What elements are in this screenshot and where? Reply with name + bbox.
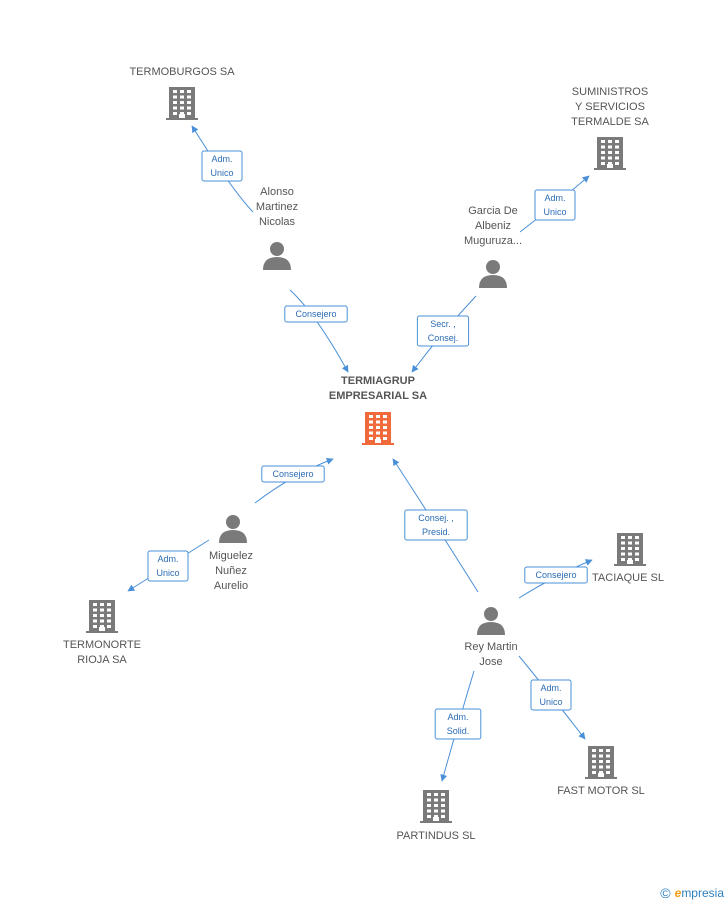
node-label: Martinez	[256, 201, 298, 213]
node-label: Miguelez	[209, 550, 253, 562]
node-label: Y SERVICIOS	[575, 101, 645, 113]
node-label: PARTINDUS SL	[396, 830, 475, 842]
node-garcia[interactable]: Garcia De AlbenizMuguruza...	[464, 205, 522, 288]
building-icon	[420, 790, 452, 823]
edge-label: Consejero	[535, 570, 576, 580]
edge-label-box	[261, 465, 325, 483]
node-main[interactable]: TERMIAGRUP EMPRESARIAL SA	[329, 375, 427, 445]
node-label: EMPRESARIAL SA	[329, 390, 427, 402]
node-label: Aurelio	[214, 580, 248, 592]
node-label: Albeniz	[475, 220, 511, 232]
edge-label: Unico	[156, 568, 179, 578]
node-label: Alonso	[260, 186, 294, 198]
edge-label-box	[201, 150, 243, 182]
node-fastmotor[interactable]: FAST MOTOR SL	[557, 746, 645, 797]
person-icon	[219, 515, 247, 543]
edge-label: Consej. ,	[418, 513, 454, 523]
node-label: Muguruza...	[464, 235, 522, 247]
edge-label: Adm.	[544, 193, 565, 203]
edge-label-box	[534, 189, 576, 221]
edge-rey-partindus: Adm. Solid.	[434, 670, 482, 782]
edge-label: Solid.	[447, 726, 470, 736]
building-icon	[614, 533, 646, 566]
edge-rey-taciaque: Consejero	[518, 559, 593, 599]
edge-alonso-main: Consejero	[284, 289, 349, 373]
node-suministros[interactable]: SUMINISTROS Y SERVICIOS TERMALDE SA	[571, 86, 649, 170]
node-label: TERMOBURGOS SA	[129, 66, 235, 78]
node-termonorte[interactable]: TERMONORTE RIOJA SA	[63, 600, 141, 666]
edge-label: Secr. ,	[430, 319, 456, 329]
edge-label-box	[284, 305, 348, 323]
edge-label: Consejero	[295, 309, 336, 319]
node-termoburgos[interactable]: TERMOBURGOS SA	[129, 66, 235, 120]
node-label: Jose	[479, 656, 502, 668]
edge-miguelez-main: Consejero	[254, 457, 334, 504]
copyright-icon: ©	[660, 885, 671, 901]
building-icon	[594, 137, 626, 170]
building-icon	[86, 600, 118, 633]
edge-rey-fastmotor: Adm. Unico	[518, 655, 586, 740]
building-icon	[362, 412, 394, 445]
edge-label-box	[434, 708, 482, 740]
edge-rey-main: Consej. , Presid.	[392, 458, 479, 593]
node-label: Nuñez	[215, 565, 247, 577]
edge-label: Unico	[210, 168, 233, 178]
node-partindus[interactable]: PARTINDUS SL	[396, 790, 476, 842]
edge-label: Consejero	[272, 469, 313, 479]
node-label: Nicolas	[259, 216, 296, 228]
edge-label: Unico	[539, 697, 562, 707]
edge-label: Adm.	[157, 554, 178, 564]
node-label: FAST MOTOR SL	[557, 785, 645, 797]
edge-label: Consej.	[428, 333, 459, 343]
person-icon	[477, 607, 505, 635]
edge-label-box	[524, 566, 588, 584]
node-label: TERMONORTE	[63, 639, 141, 651]
person-icon	[479, 260, 507, 288]
edge-miguelez-termonorte: Adm. Unico	[127, 539, 210, 592]
edge-garcia-suministros: Adm. Unico	[519, 175, 590, 233]
edge-label: Adm.	[540, 683, 561, 693]
node-label: TACIAQUE SL	[592, 572, 664, 584]
edge-label: Adm.	[211, 154, 232, 164]
node-label: TERMIAGRUP	[341, 375, 415, 387]
node-taciaque[interactable]: TACIAQUE SL	[592, 533, 664, 584]
person-icon	[263, 242, 291, 270]
node-label: TERMALDE SA	[571, 116, 649, 128]
node-label: RIOJA SA	[77, 654, 127, 666]
edge-label: Adm.	[447, 712, 468, 722]
building-icon	[166, 87, 198, 120]
nodes-layer: TERMIAGRUP EMPRESARIAL SA TERMOBURGOS SA SU…	[63, 66, 664, 842]
edge-label: Presid.	[422, 527, 450, 537]
edge-garcia-main: Secr. , Consej.	[411, 295, 477, 373]
brand-name: mpresia	[681, 886, 724, 900]
node-label: SUMINISTROS	[572, 86, 648, 98]
building-icon	[585, 746, 617, 779]
edge-label-box	[147, 550, 189, 582]
edge-label: Unico	[543, 207, 566, 217]
edge-label-box	[404, 509, 468, 541]
node-label: Rey Martin	[464, 641, 517, 653]
edge-alonso-termoburgos: Adm. Unico	[191, 125, 254, 213]
edge-label-box	[530, 679, 572, 711]
brand-initial: e	[674, 886, 682, 900]
edge-line	[289, 289, 349, 373]
node-label: Garcia De	[468, 205, 518, 217]
edge-label-box	[416, 315, 470, 347]
